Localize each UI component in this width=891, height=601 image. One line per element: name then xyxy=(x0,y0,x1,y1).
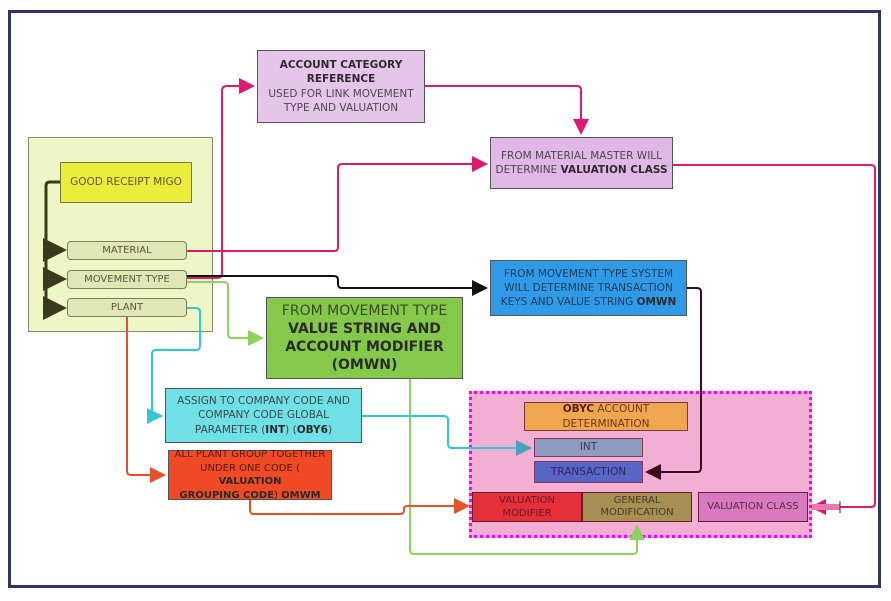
company-code-line-3e: ) xyxy=(327,423,333,436)
company-code-line-3c: ) ( xyxy=(285,423,297,436)
valuation-modifier-node[interactable]: VALUATION MODIFIER xyxy=(472,492,582,522)
general-modification-line-1: GENERAL xyxy=(613,494,661,506)
general-modification-node[interactable]: GENERAL MODIFICATION xyxy=(582,492,692,522)
plant-group-node[interactable]: ALL PLANT GROUP TOGETHER UNDER ONE CODE … xyxy=(168,449,332,503)
value-string-line-1: FROM MOVEMENT TYPE xyxy=(281,302,448,319)
valuation-class-node[interactable]: VALUATION CLASS xyxy=(698,492,808,522)
obyc-account-determination-node[interactable]: OBYC ACCOUNT DETERMINATION xyxy=(524,402,688,431)
account-category-line-3: USED FOR LINK MOVEMENT xyxy=(268,87,414,100)
plant-group-omwm: OMWM xyxy=(281,489,321,501)
obyc-label: OBYC ACCOUNT DETERMINATION xyxy=(562,403,650,430)
value-string-line-4: (OMWN) xyxy=(331,357,398,374)
material-node[interactable]: MATERIAL xyxy=(67,241,187,260)
general-modification-line-2: MODIFICATION xyxy=(600,507,674,518)
value-string-line-3: ACCOUNT MODIFIER xyxy=(285,339,444,355)
material-master-line-1: FROM MATERIAL MASTER WILL xyxy=(500,149,662,162)
material-master-line-2-bold: VALUATION CLASS xyxy=(560,164,668,176)
material-master-node[interactable]: FROM MATERIAL MASTER WILL DETERMINE VALU… xyxy=(490,137,673,189)
good-receipt-migo-node[interactable]: GOOD RECEIPT MIGO xyxy=(60,162,192,203)
transaction-node[interactable]: TRANSACTION xyxy=(534,461,643,483)
int-node[interactable]: INT xyxy=(534,438,643,457)
movement-system-line-2: WILL DETERMINE TRANSACTION xyxy=(504,281,673,294)
plant-group-line-2-plain: UNDER ONE CODE ( xyxy=(200,462,300,474)
movement-type-system-node[interactable]: FROM MOVEMENT TYPE SYSTEM WILL DETERMINE… xyxy=(490,260,687,316)
account-category-reference-node[interactable]: ACCOUNT CATEGORY REFERENCE USED FOR LINK… xyxy=(257,50,425,123)
movement-system-line-3-bold: OMWN xyxy=(636,296,677,309)
company-code-int: INT xyxy=(265,423,286,436)
company-code-line-3: PARAMETER (INT) (OBY6) xyxy=(195,423,332,437)
plant-node[interactable]: PLANT xyxy=(67,298,187,317)
value-string-line-2: VALUE STRING AND xyxy=(288,320,441,337)
plant-group-line-2-bold: VALUATION xyxy=(218,476,282,487)
account-category-title-2: REFERENCE xyxy=(306,73,376,86)
company-code-node[interactable]: ASSIGN TO COMPANY CODE AND COMPANY CODE … xyxy=(165,388,362,443)
plant-group-line-3-bold: GROUPING CODE xyxy=(179,489,275,501)
material-master-line-2-plain: DETERMINE xyxy=(495,164,561,176)
account-category-line-4: TYPE AND VALUATION xyxy=(283,101,399,114)
material-master-line-2: DETERMINE VALUATION CLASS xyxy=(495,163,667,177)
plant-group-line-3-plain: ) xyxy=(274,489,282,501)
movement-system-line-3-plain: KEYS AND VALUE STRING xyxy=(500,296,637,309)
company-code-line-3a: PARAMETER ( xyxy=(194,423,266,436)
account-category-title-1: ACCOUNT CATEGORY xyxy=(279,59,403,72)
movement-system-line-1: FROM MOVEMENT TYPE SYSTEM xyxy=(503,267,674,280)
plant-group-line-3: GROUPING CODE) OMWM xyxy=(179,489,320,503)
company-code-line-1: ASSIGN TO COMPANY CODE AND xyxy=(177,395,350,408)
plant-group-line-2: UNDER ONE CODE ( VALUATION xyxy=(173,462,327,489)
movement-system-line-3: KEYS AND VALUE STRING OMWN xyxy=(501,295,677,309)
company-code-line-2: COMPANY CODE GLOBAL xyxy=(198,409,329,422)
company-code-oby6: OBY6 xyxy=(296,423,328,436)
plant-group-line-1: ALL PLANT GROUP TOGETHER xyxy=(174,449,326,460)
value-string-node[interactable]: FROM MOVEMENT TYPE VALUE STRING AND ACCO… xyxy=(266,297,463,379)
movement-type-node[interactable]: MOVEMENT TYPE xyxy=(67,270,187,289)
